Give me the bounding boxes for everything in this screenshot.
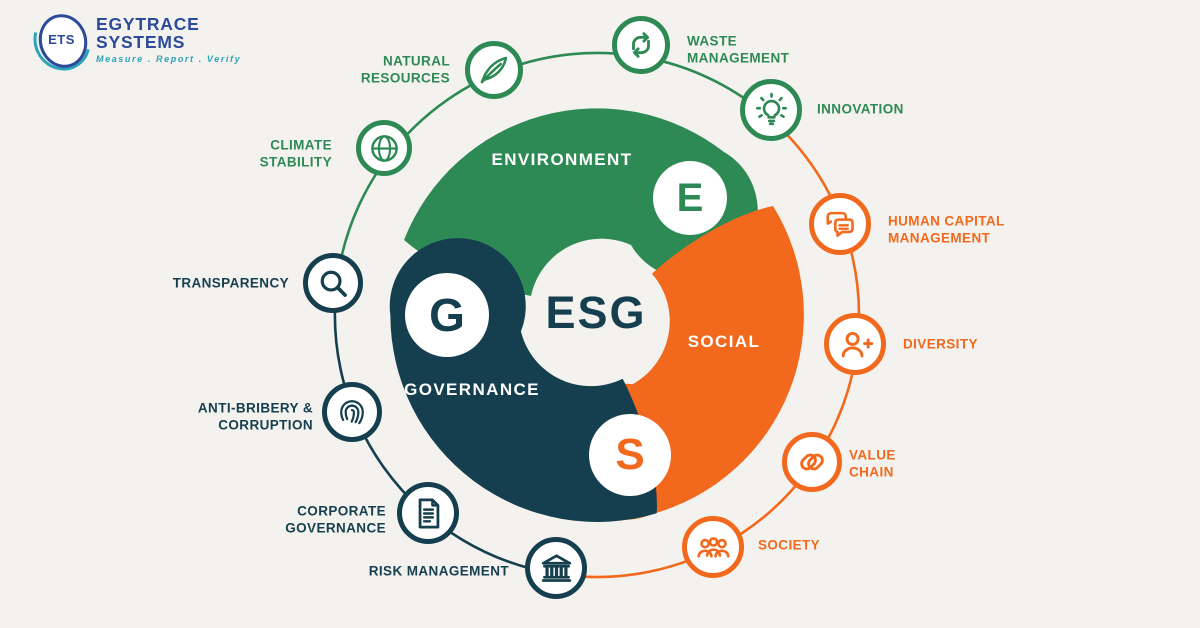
magnifier-node: [303, 253, 363, 313]
fingerprint-icon: [340, 400, 364, 425]
chain-link-node: [782, 432, 842, 492]
ring-arc-governance: [333, 269, 557, 576]
document-node: [397, 482, 459, 544]
node-label-risk-management: RISK MANAGEMENT: [368, 563, 509, 579]
node-label-diversity: DIVERSITY: [903, 336, 978, 352]
environment-segment-label: ENVIRONMENT: [491, 150, 633, 169]
bank-icon: [541, 553, 571, 582]
node-label-corporate-governance: CORPORATE GOVERNANCE: [285, 503, 386, 536]
lightbulb-node: [740, 79, 802, 141]
node-label-waste-management: WASTE MANAGEMENT: [687, 33, 790, 66]
recycle-icon: [632, 32, 650, 58]
esg-center-title: ESG: [545, 287, 647, 338]
person-plus-icon: [841, 331, 873, 357]
magnifier-icon: [320, 270, 347, 297]
node-label-climate-stability: CLIMATE STABILITY: [259, 137, 332, 170]
bank-node: [525, 537, 587, 599]
chain-link-icon: [800, 453, 824, 471]
node-label-anti-bribery-corruption: ANTI-BRIBERY & CORRUPTION: [197, 400, 313, 433]
leaf-node: [465, 41, 523, 99]
company-tagline: Measure . Report . Verify: [96, 54, 242, 64]
ets-logo-mark: ETS: [22, 1, 102, 81]
social-segment-label: SOCIAL: [687, 332, 761, 351]
globe-icon: [370, 134, 398, 162]
fingerprint-node: [322, 382, 382, 442]
node-label-value-chain: VALUE CHAIN: [849, 447, 896, 480]
document-icon: [418, 497, 439, 529]
node-label-human-capital-management: HUMAN CAPITAL MANAGEMENT: [888, 213, 1005, 246]
logo-monogram: ETS: [48, 32, 75, 47]
people-group-node: [682, 516, 744, 578]
chat-bubbles-icon: [826, 211, 854, 237]
node-label-innovation: INNOVATION: [817, 101, 904, 117]
company-logo: ETS EGYTRACE SYSTEMS Measure . Report . …: [22, 1, 242, 81]
governance-letter-badge: G: [405, 273, 489, 357]
leaf-icon: [480, 56, 508, 84]
people-group-icon: [696, 536, 730, 558]
social-letter-badge: S: [589, 414, 671, 496]
node-label-natural-resources: NATURAL RESOURCES: [360, 53, 450, 86]
company-name-line2: SYSTEMS: [96, 31, 186, 52]
environment-letter-badge: E: [653, 161, 727, 235]
globe-node: [356, 120, 412, 176]
node-label-transparency: TRANSPARENCY: [172, 275, 289, 291]
person-plus-node: [824, 313, 886, 375]
node-label-society: SOCIETY: [758, 537, 821, 553]
recycle-node: [612, 16, 670, 74]
governance-segment-label: GOVERNANCE: [404, 380, 540, 399]
chat-bubbles-node: [809, 193, 871, 255]
lightbulb-icon: [755, 92, 787, 125]
company-name-line1: EGYTRACE: [96, 14, 200, 34]
